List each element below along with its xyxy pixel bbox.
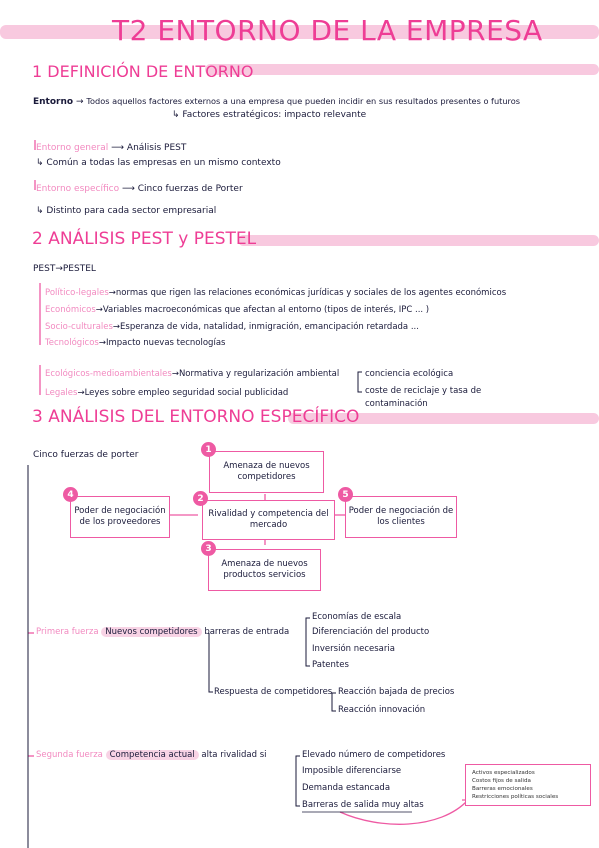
especifico-label: Entorno específico [36,184,120,194]
porter-number-badge: 4 [63,487,78,502]
respuesta-item: Reacción bajada de precios [338,687,455,697]
section-3-heading: 3 ANÁLISIS DEL ENTORNO ESPECÍFICO [32,407,360,427]
porter-box-3: Amenaza de nuevos productos servicios [208,549,321,591]
entorno-definition: Todos aquellos factores externos a una e… [86,96,520,106]
arrow-right-icon: → [108,288,116,298]
eco-branch-1: conciencia ecológica [365,369,454,379]
pestel-item: Político-legales→normas que rigen las re… [45,288,506,298]
arrow-right-icon: → [95,305,103,315]
porter-box-text: Poder de negociación de los proveedores [74,505,166,527]
pestel-item-label: Económicos [45,305,96,315]
porter-number-badge: 1 [201,442,216,457]
porter-box-1: Amenaza de nuevos competidores [209,451,324,493]
entorno-label: Entorno [33,97,74,107]
segunda-tag: Competencia actual [105,750,199,760]
respuesta-item: Reacción innovación [338,705,426,715]
pestel-item-text: Esperanza de vida, natalidad, inmigració… [120,322,419,332]
pestel-item-label: Legales [45,388,78,398]
porter-box-5: Poder de negociación de los clientes [345,496,457,538]
turn-arrow-icon: ↳ [172,110,180,120]
porter-box-text: Amenaza de nuevos productos servicios [221,558,308,580]
segunda-item: Demanda estancada [302,783,391,793]
segunda-line: Segunda fuerza Competencia actual alta r… [36,750,267,760]
general-desc: Común a todas las empresas en un mismo c… [46,158,281,168]
heading-band-2 [238,235,599,246]
pestel-item-label: Ecológicos-medioambientales [45,369,172,379]
barreras-item: Patentes [312,660,349,670]
general-desc-line: ↳ Común a todas las empresas en un mismo… [36,158,281,168]
especifico-line: Entorno específico ⟶ Cinco fuerzas de Po… [36,184,243,194]
arrow-right-icon: → [171,369,179,379]
segunda-item: Imposible diferenciarse [302,766,402,776]
pest-intro: PEST→PESTEL [33,264,96,274]
barreras-label: barreras de entrada [204,627,290,637]
pestel-item: Ecológicos-medioambientales→Normativa y … [45,369,339,379]
porter-box-2: Rivalidad y competencia del mercado [202,500,335,540]
segunda-item: Elevado número de competidores [302,750,446,760]
note-line: Barreras emocionales [472,786,533,793]
arrow-right-icon: → [75,97,84,107]
heading-band-3 [288,413,599,424]
long-arrow-icon: ⟶ [111,143,125,153]
porter-label: Cinco fuerzas de porter [33,450,139,460]
page-title: T2 ENTORNO DE LA EMPRESA [112,14,543,47]
barreras-item: Diferenciación del producto [312,627,430,637]
pestel-item-text: Variables macroeconómicas que afectan al… [102,305,430,315]
respuesta-label: Respuesta de competidores [214,687,333,697]
factores-line: ↳ Factores estratégicos: impacto relevan… [172,110,366,120]
long-arrow-icon: ⟶ [121,184,135,194]
arrow-right-icon: → [77,388,85,398]
general-label: Entorno general [36,143,109,153]
eco-branch-2a: coste de reciclaje y tasa de [365,386,482,396]
barreras-salida-note: Activos especializados Costos fijos de s… [465,764,591,807]
pestel-item-text: Leyes sobre empleo seguridad social publ… [84,388,289,398]
primera-tag: Nuevos competidores [101,627,202,637]
porter-box-4: Poder de negociación de los proveedores [70,496,170,538]
segunda-label: Segunda fuerza [36,750,103,760]
especifico-value: Cinco fuerzas de Porter [137,184,243,194]
barreras-item: Economías de escala [312,612,402,622]
primera-label: Primera fuerza [36,627,99,637]
barreras-item: Inversión necesaria [312,644,395,654]
general-line: Entorno general ⟶ Análisis PEST [36,143,186,153]
porter-number-badge: 3 [201,541,216,556]
pestel-item: Socio-culturales→Esperanza de vida, nata… [45,322,419,332]
porter-number-badge: 2 [193,491,208,506]
rivalidad-label: alta rivalidad si [201,750,267,760]
title-band [0,25,599,39]
pestel-item-label: Socio-culturales [45,322,113,332]
arrow-right-icon: → [98,338,106,348]
pestel-item: Legales→Leyes sobre empleo seguridad soc… [45,388,288,398]
porter-box-text: Rivalidad y competencia del mercado [208,508,329,530]
note-line: Costos fijos de salida [472,778,531,785]
porter-box-text: Amenaza de nuevos competidores [223,460,310,482]
pestel-item-text: normas que rigen las relaciones económic… [115,288,507,298]
general-value: Análisis PEST [126,143,187,153]
eco-branch-2b: contaminación [365,399,428,409]
pestel-item: Económicos→Variables macroeconómicas que… [45,305,429,315]
factores-text: Factores estratégicos: impacto relevante [182,110,367,120]
pestel-item: Tecnológicos→Impacto nuevas tecnologías [45,338,225,348]
segunda-item: Barreras de salida muy altas [302,800,424,810]
note-line: Restricciones políticas sociales [472,794,559,801]
turn-arrow-icon: ↳ [36,158,44,168]
porter-number-badge: 5 [338,487,353,502]
section-2-heading: 2 ANÁLISIS PEST y PESTEL [32,229,257,249]
porter-box-text: Poder de negociación de los clientes [348,505,454,527]
turn-arrow-icon: ↳ [36,206,44,216]
section-1-heading: 1 DEFINICIÓN DE ENTORNO [32,62,254,81]
especifico-desc: Distinto para cada sector empresarial [46,206,217,216]
heading-band-1 [205,64,599,75]
primera-line: Primera fuerza Nuevos competidores barre… [36,627,289,637]
entorno-line: Entorno → Todos aquellos factores extern… [33,96,520,107]
arrow-right-icon: → [112,322,121,332]
pestel-item-label: Tecnológicos [45,338,99,348]
especifico-desc-line: ↳ Distinto para cada sector empresarial [36,206,216,216]
pestel-item-label: Político-legales [45,288,109,298]
pestel-item-text: Impacto nuevas tecnologías [106,338,226,348]
pestel-item-text: Normativa y regularización ambiental [178,369,340,379]
note-line: Activos especializados [472,770,535,776]
